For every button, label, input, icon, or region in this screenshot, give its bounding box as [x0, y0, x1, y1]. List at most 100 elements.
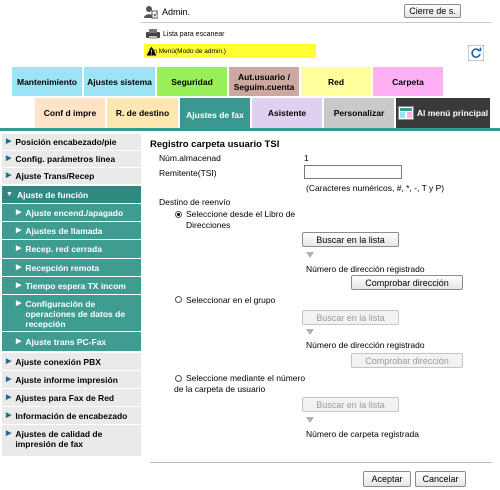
- admin-mode-label: En Menú(Modo de admin.): [149, 47, 226, 55]
- tab-divider: [0, 128, 500, 131]
- registered-address-label-2: Número de dirección registrado: [306, 340, 425, 350]
- admin-user-icon: [144, 6, 158, 19]
- sidebar-item-label: Ajustes de calidad de impresión de fax: [15, 429, 103, 449]
- refresh-icon[interactable]: [468, 45, 484, 61]
- tab-menu-principal[interactable]: Al menú principal: [396, 98, 490, 128]
- radio-grupo[interactable]: [175, 296, 182, 303]
- admin-label: Admin.: [162, 7, 191, 17]
- page-title: Registro carpeta usuario TSI: [150, 139, 280, 150]
- check-address-button-group[interactable]: Comprobar dirección: [351, 353, 463, 368]
- sidebar-item-encendido[interactable]: ▶Ajuste encend./apagado: [2, 204, 141, 221]
- remitente-hint: (Caracteres numéricos, #, *, -, T y P): [306, 183, 445, 193]
- tab-label: R. de destino: [115, 108, 170, 118]
- tab-label: Seguridad: [171, 76, 213, 87]
- sidebar-item-label: Ajuste Trans/Recep: [15, 171, 95, 181]
- arrow-right-icon: ▶: [6, 155, 12, 162]
- home-menu-icon: [397, 106, 414, 120]
- sidebar-item-label: Ajustes de llamada: [25, 225, 103, 236]
- sidebar-item-config-linea[interactable]: ▶Config. parámetros línea: [2, 151, 141, 167]
- search-list-button-folder[interactable]: Buscar en la lista: [302, 397, 399, 412]
- opt3-label: Seleccione mediante el número de la carp…: [174, 373, 306, 394]
- tab-ajustes-sistema[interactable]: Ajustes sistema: [84, 67, 155, 96]
- down-arrow-icon: [306, 252, 314, 258]
- storage-value: 1: [304, 153, 309, 163]
- tab-aut-usuario[interactable]: Aut.usuario / Seguim.cuenta: [229, 67, 299, 96]
- sidebar-item-pbx[interactable]: ▶Ajuste conexión PBX: [2, 353, 141, 370]
- search-list-button-group[interactable]: Buscar en la lista: [302, 310, 399, 325]
- arrow-right-icon: ▶: [6, 138, 12, 145]
- tab-asistente[interactable]: Asistente: [252, 98, 322, 128]
- sidebar-item-encabezado[interactable]: ▶Información de encabezado: [2, 407, 141, 424]
- arrow-right-icon: ▶: [6, 393, 12, 401]
- logout-button[interactable]: Cierre de s.: [404, 4, 461, 18]
- sidebar-item-label: Posición encabezado/pie: [15, 137, 117, 147]
- cancel-button[interactable]: Cancelar: [415, 471, 466, 487]
- radio-libro-direcciones[interactable]: [175, 211, 182, 218]
- tab-mantenimiento[interactable]: Mantenimiento: [12, 67, 82, 96]
- sidebar-item-tiempo-espera[interactable]: ▶Tiempo espera TX incom: [2, 277, 141, 294]
- tab-label: Mantenimiento: [17, 76, 77, 87]
- tab-label: Red: [327, 76, 345, 87]
- arrow-right-icon: ▶: [16, 300, 22, 307]
- sidebar-item-recepcion-remota[interactable]: ▶Recepción remota: [2, 259, 141, 276]
- arrow-right-icon: ▶: [16, 208, 22, 216]
- down-arrow-icon: [306, 329, 314, 335]
- arrow-right-icon: ▶: [16, 281, 22, 289]
- tab-personalizar[interactable]: Personalizar: [324, 98, 394, 128]
- tab-destino[interactable]: R. de destino: [107, 98, 178, 128]
- sidebar-item-label: Ajustes para Fax de Red: [15, 392, 115, 403]
- tab-ajustes-fax[interactable]: Ajustes de fax: [180, 98, 250, 131]
- arrow-right-icon: ▶: [6, 375, 12, 383]
- printer-icon: [146, 29, 160, 39]
- arrow-right-icon: ▶: [6, 357, 12, 365]
- sidebar-item-red-cerrada[interactable]: ▶Recep. red cerrada: [2, 240, 141, 258]
- sidebar-item-label: Ajuste encend./apagado: [25, 207, 124, 218]
- search-list-button[interactable]: Buscar en la lista: [302, 232, 399, 247]
- tab-conf-impre[interactable]: Conf d impre: [35, 98, 105, 128]
- arrow-right-icon: ▶: [16, 226, 22, 234]
- sidebar-item-label: Ajuste trans PC-Fax: [25, 336, 107, 347]
- sidebar-item-label: Tiempo espera TX incom: [25, 280, 126, 291]
- sidebar-item-informe[interactable]: ▶Ajuste informe impresión: [2, 371, 141, 388]
- sidebar-item-fax-red[interactable]: ▶Ajustes para Fax de Red: [2, 389, 141, 406]
- sidebar-item-posicion[interactable]: ▶Posición encabezado/pie: [2, 134, 141, 150]
- sidebar-item-config-operaciones[interactable]: ▶Configuración de operaciones de datos d…: [2, 295, 141, 331]
- tab-label: Carpeta: [392, 76, 424, 87]
- destino-label: Destino de reenvío: [159, 197, 231, 207]
- tab-label: Ajustes de fax: [186, 109, 244, 120]
- sidebar-item-label: Información de encabezado: [15, 410, 128, 421]
- opt1-label: Seleccione desde el Libro de Direcciones: [186, 209, 296, 230]
- tab-red[interactable]: Red: [301, 67, 371, 96]
- registered-folder-label: Número de carpeta registrada: [306, 429, 419, 439]
- tab-seguridad[interactable]: Seguridad: [157, 67, 227, 96]
- remitente-label: Remitente(TSI): [159, 168, 217, 178]
- sidebar-item-label: Config. parámetros línea: [15, 154, 116, 164]
- arrow-down-icon: ▼: [6, 190, 13, 198]
- sidebar-item-label: Recepción remota: [25, 262, 100, 273]
- header-divider: [140, 22, 492, 23]
- sidebar-item-label: Recep. red cerrada: [25, 244, 102, 254]
- sidebar-item-label: Configuración de operaciones de datos de…: [25, 299, 126, 329]
- sidebar-item-label: Ajuste de función: [16, 189, 89, 200]
- tab-label: Asistente: [267, 108, 307, 118]
- arrow-right-icon: ▶: [16, 245, 22, 252]
- warning-icon: [146, 46, 157, 56]
- sidebar-item-pc-fax[interactable]: ▶Ajuste trans PC-Fax: [2, 332, 141, 351]
- tab-label: Al menú principal: [416, 108, 489, 118]
- sidebar-item-label: Ajuste informe impresión: [15, 374, 118, 385]
- tab-label: Ajustes sistema: [87, 76, 152, 87]
- sidebar-item-llamada[interactable]: ▶Ajustes de llamada: [2, 222, 141, 239]
- accept-button[interactable]: Aceptar: [363, 471, 411, 487]
- sidebar-item-label: Ajuste conexión PBX: [15, 356, 101, 367]
- registered-address-label: Número de dirección registrado: [306, 264, 425, 274]
- sidebar-item-ajuste-funcion[interactable]: ▼Ajuste de función: [2, 186, 141, 203]
- sidebar-item-trans-recep[interactable]: ▶Ajuste Trans/Recep: [2, 168, 141, 184]
- status-label: Lista para escanear: [163, 31, 225, 38]
- tab-carpeta[interactable]: Carpeta: [373, 67, 443, 96]
- admin-mode-bar: En Menú(Modo de admin.): [144, 44, 316, 58]
- arrow-right-icon: ▶: [6, 430, 12, 437]
- sidebar-item-calidad[interactable]: ▶Ajustes de calidad de impresión de fax: [2, 425, 141, 456]
- radio-carpeta-usuario[interactable]: [175, 375, 182, 382]
- remitente-input[interactable]: [304, 165, 402, 179]
- check-address-button[interactable]: Comprobar dirección: [351, 275, 463, 290]
